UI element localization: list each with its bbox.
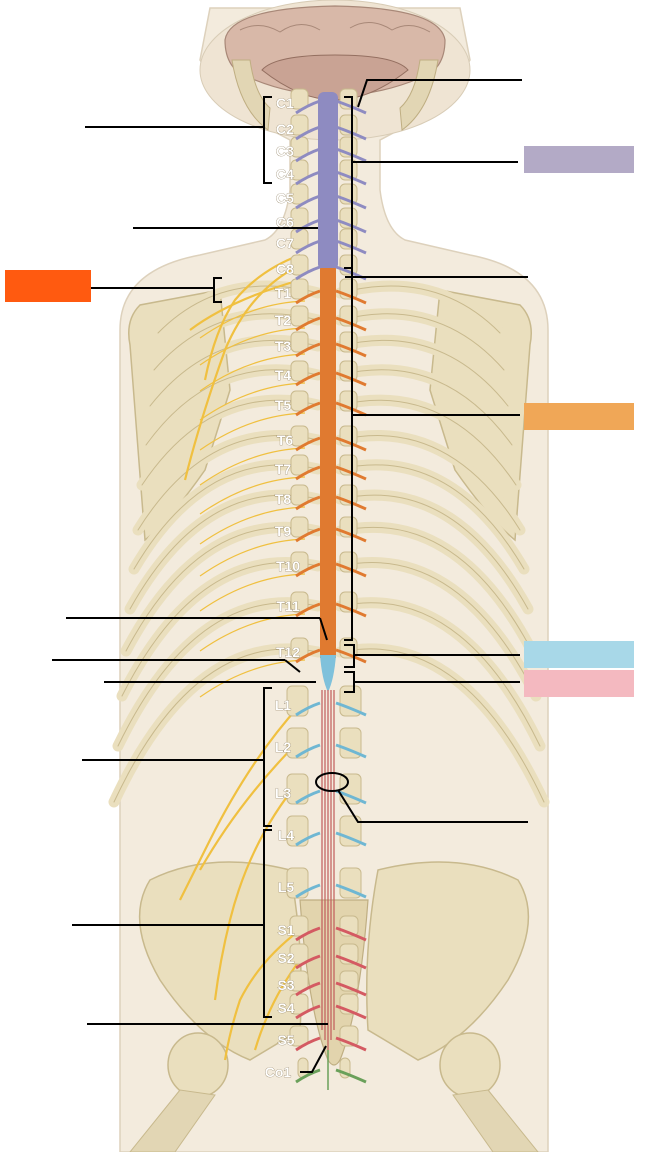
vertebra-label-co1: Co1 xyxy=(265,1064,292,1080)
right-femur-head xyxy=(440,1033,500,1097)
vertebra-label-c8: C8 xyxy=(276,261,294,277)
vertebra-label-t11: T11 xyxy=(276,598,300,614)
cervical-cord xyxy=(318,92,338,270)
vertebra-label-s4: S4 xyxy=(277,1000,294,1016)
vertebra-label-l3: L3 xyxy=(275,785,292,801)
vertebra-label-t3: T3 xyxy=(275,338,292,354)
vertebra-label-t2: T2 xyxy=(275,312,292,328)
vertebra-label-c2: C2 xyxy=(276,121,294,137)
cervical-color-key xyxy=(524,146,634,173)
vertebra-label-t12: T12 xyxy=(276,644,300,660)
thoracic-color-key xyxy=(524,403,634,430)
vertebra-label-s1: S1 xyxy=(277,922,294,938)
lumbar-color-key xyxy=(524,641,634,668)
vertebra-label-l4: L4 xyxy=(278,827,295,843)
vertebra-label-t9: T9 xyxy=(275,523,292,539)
vertebra-label-l1: L1 xyxy=(275,697,292,713)
thoracic-cord xyxy=(320,268,336,658)
vertebra-label-t8: T8 xyxy=(275,491,292,507)
vertebra-label-l2: L2 xyxy=(275,739,292,755)
vertebra-label-s5: S5 xyxy=(277,1032,294,1048)
highlighted-label-box xyxy=(5,270,91,302)
sacral-color-key xyxy=(524,670,634,697)
vertebra-label-c7: C7 xyxy=(276,235,294,251)
vertebra-label-c1: C1 xyxy=(276,95,294,111)
vertebra-label-c6: C6 xyxy=(276,214,294,230)
vertebra-label-t10: T10 xyxy=(276,558,300,574)
left-femur-head xyxy=(168,1033,228,1097)
vertebra-label-c4: C4 xyxy=(276,166,294,182)
vertebra-label-c3: C3 xyxy=(276,143,294,159)
vertebra-label-t7: T7 xyxy=(275,461,292,477)
vertebra-label-s3: S3 xyxy=(277,977,294,993)
vertebra-label-t6: T6 xyxy=(277,432,294,448)
vertebra-label-t5: T5 xyxy=(275,397,292,413)
vertebra-label-t4: T4 xyxy=(275,367,292,383)
vertebra-label-t1: T1 xyxy=(275,285,292,301)
vertebra-label-c5: C5 xyxy=(276,190,294,206)
vertebra-label-l5: L5 xyxy=(278,879,295,895)
vertebra-label-s2: S2 xyxy=(277,950,294,966)
